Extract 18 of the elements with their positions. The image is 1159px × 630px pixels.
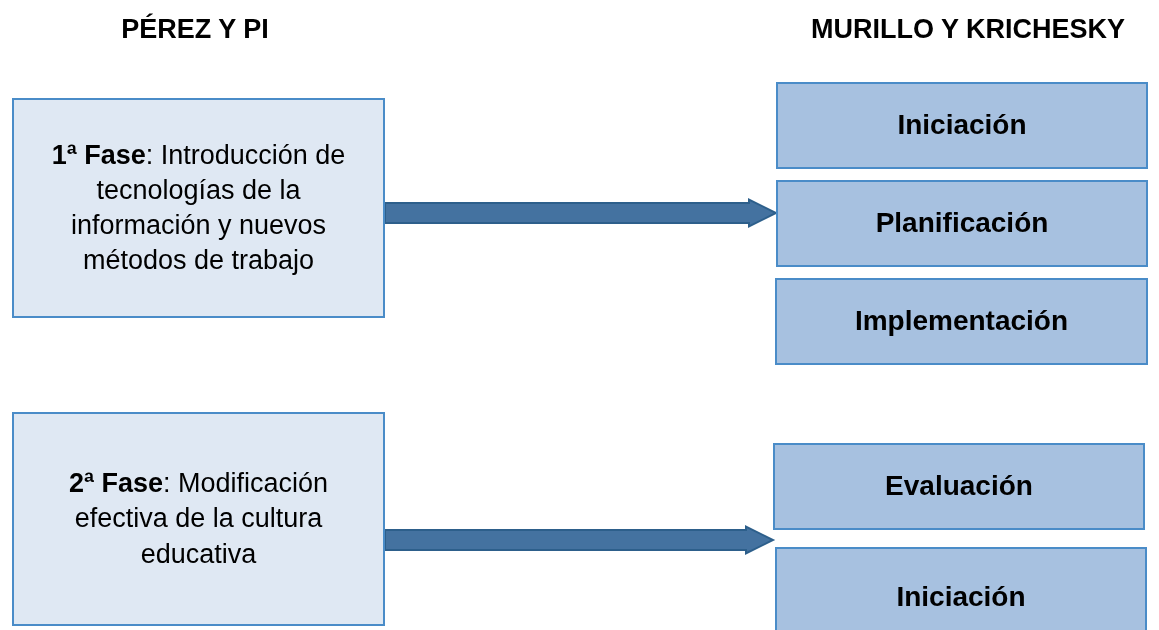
- column-heading: PÉREZ Y PI: [121, 14, 269, 45]
- phase-box: [12, 412, 385, 626]
- stage-box: [775, 547, 1147, 630]
- block-arrow: [384, 524, 776, 556]
- block-arrow: [384, 197, 779, 229]
- stage-box: [776, 180, 1148, 267]
- phase-description: 2ª Fase: Modificación efectiva de la cultura educativa: [67, 467, 330, 571]
- stage-label: Planificación: [875, 206, 1049, 241]
- stage-label: Implementación: [854, 304, 1069, 339]
- stage-label: Iniciación: [897, 108, 1027, 143]
- phase-description: 1ª Fase: Introducción de tecnologías de la información y nuevos métodos de trabajo: [50, 138, 347, 278]
- stage-box: [776, 82, 1148, 169]
- stage-label: Evaluación: [885, 469, 1033, 504]
- stage-box: [775, 278, 1148, 365]
- column-heading: MURILLO Y KRICHESKY: [811, 14, 1125, 45]
- stage-box: [773, 443, 1145, 530]
- phase-box: [12, 98, 385, 318]
- stage-label: Iniciación: [896, 579, 1026, 614]
